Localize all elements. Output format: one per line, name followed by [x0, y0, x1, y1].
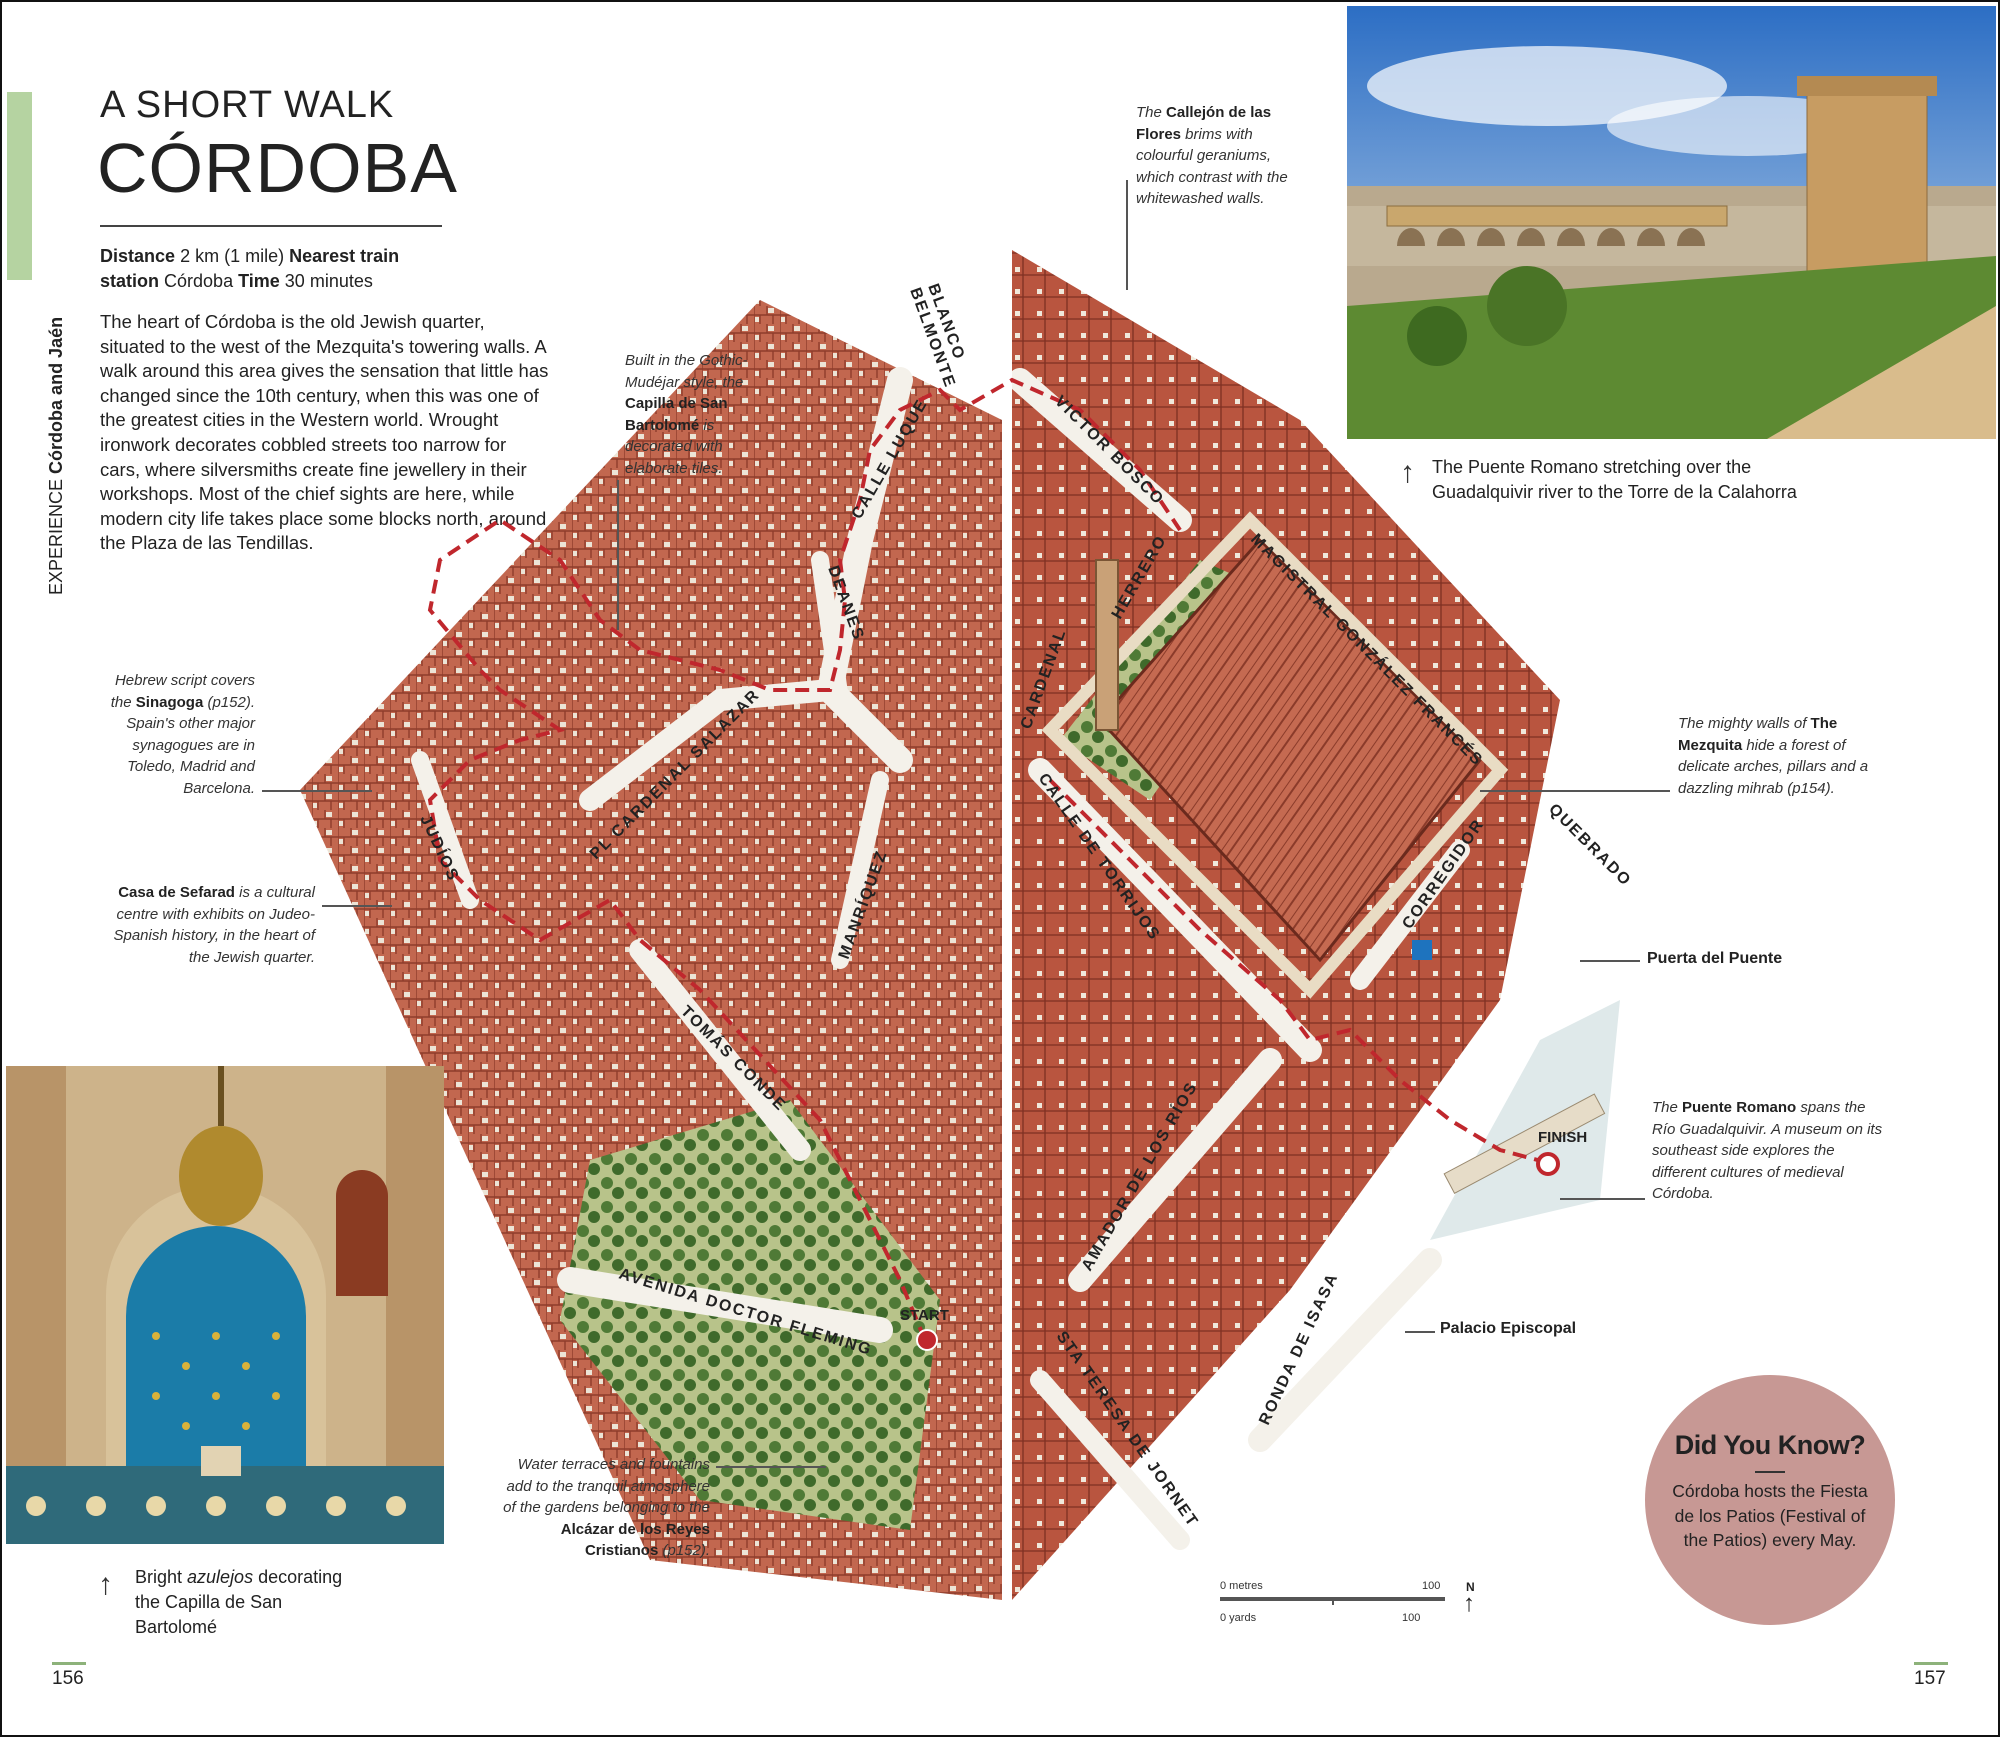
leader-mezquita	[1480, 790, 1670, 792]
scale-yards-value: 100	[1402, 1612, 1421, 1624]
caption-puente: The Puente Romano spans the Río Guadalqu…	[1652, 1099, 1883, 1202]
leader-alcazar	[716, 1466, 826, 1468]
start-marker	[916, 1329, 938, 1351]
train-value: Córdoba	[164, 271, 234, 291]
leader-sefarad	[322, 905, 392, 907]
scale-bar-mid	[1332, 1597, 1334, 1605]
time-value: 30 minutes	[284, 271, 373, 291]
page-rule-right	[1914, 1662, 1948, 1665]
walk-info: Distance 2 km (1 mile) Nearest train sta…	[100, 244, 460, 294]
distance-label: Distance	[100, 246, 176, 266]
street-avenida	[557, 1267, 893, 1343]
section-name: Córdoba and Jaén	[46, 316, 66, 474]
section-prefix: EXPERIENCE	[46, 478, 66, 595]
caption-mezquita: The mighty walls of The Mezquita hide a …	[1678, 715, 1869, 797]
street-judios	[411, 751, 479, 909]
photo-caption-azulejos: Bright azulejos decorating the Capilla d…	[135, 1565, 365, 1640]
distance-value: 2 km (1 mile)	[180, 246, 285, 266]
caption-post: decorating the Capilla de San Bartolomé	[135, 1567, 343, 1637]
photo-azulejos	[6, 1066, 444, 1544]
info-marker	[1412, 940, 1432, 960]
scale-metres-label: 0 metres	[1220, 1580, 1263, 1592]
label-palacio-episcopal: Palacio Episcopal	[1440, 1320, 1577, 1337]
arrow-up-icon: ↑	[98, 1568, 113, 1601]
train-label: Nearest train station	[100, 246, 400, 291]
bell-tower	[1095, 559, 1119, 731]
caption-italic: azulejos	[187, 1567, 254, 1587]
caption-pre: Bright	[135, 1567, 188, 1587]
street-sta-teresa	[1030, 1370, 1190, 1550]
intro-text: The heart of Córdoba is the old Jewish q…	[100, 311, 549, 554]
street-label-quebrado: QUEBRADO	[1545, 801, 1634, 890]
page-title: CÓRDOBA	[97, 129, 458, 207]
finish-marker	[1536, 1152, 1560, 1176]
finish-label: FINISH	[1538, 1129, 1587, 1146]
leader-puerta	[1580, 960, 1640, 962]
arrow-up-icon: ↑	[1400, 456, 1415, 489]
leader-puente	[1560, 1198, 1645, 1200]
caption-bartolome: Built in the Gothic-Mudéjar style, the C…	[625, 352, 748, 477]
page-number-right: 157	[1914, 1668, 1946, 1689]
caption-alcazar: Water terraces and fountains add to the …	[503, 1456, 710, 1559]
did-you-know-text: Córdoba hosts the Fiesta de los Patios (…	[1672, 1481, 1868, 1550]
page-gutter	[1002, 240, 1012, 1630]
leader-sinagoga	[262, 790, 372, 792]
caption-sinagoga: Hebrew script covers the Sinagoga (p152)…	[110, 672, 255, 797]
photo-caption-puente: The Puente Romano stretching over the Gu…	[1432, 457, 1797, 502]
photo-puente-romano	[1347, 6, 1996, 439]
did-you-know-bubble: Did You Know? Córdoba hosts the Fiesta d…	[1645, 1375, 1895, 1625]
did-you-know-title: Did You Know?	[1674, 1430, 1866, 1460]
north-label: N	[1466, 1580, 1475, 1594]
did-you-know-rule	[1755, 1471, 1785, 1473]
street-amador	[1068, 1048, 1282, 1292]
mezquita-building	[1097, 537, 1483, 963]
title-rule	[100, 225, 442, 227]
street-deanes	[811, 551, 849, 709]
label-puerta-del-puente: Puerta del Puente	[1647, 950, 1783, 967]
leader-flores	[1126, 180, 1128, 290]
scale-metres-value: 100	[1422, 1580, 1441, 1592]
page-number-left: 156	[52, 1668, 84, 1689]
street-ronda	[1248, 1248, 1442, 1452]
scale-yards-label: 0 yards	[1220, 1612, 1257, 1624]
time-label: Time	[238, 271, 280, 291]
map-scale: 0 metres 100 0 yards 100	[1220, 1580, 1460, 1640]
street-corregidor	[1350, 840, 1470, 990]
north-indicator: N ↑	[1462, 1580, 1482, 1630]
street-victor-bosco	[1008, 368, 1192, 532]
walking-route	[427, 377, 1546, 1341]
walk-map: BLANCO BELMONTE CALLE LUQUE DEANES VICTO…	[300, 240, 1635, 1630]
page-kicker: A SHORT WALK	[100, 84, 395, 126]
street-manriquez	[831, 771, 889, 969]
start-label: START	[900, 1307, 949, 1324]
mezquita-walls	[1041, 511, 1509, 999]
caption-flores: The Callejón de las Flores brims with co…	[1136, 104, 1288, 207]
leader-palacio	[1405, 1331, 1435, 1333]
puente-romano	[1443, 1093, 1606, 1194]
page-rule-left	[52, 1662, 86, 1665]
section-color-tab	[7, 92, 32, 280]
street-pl-cardenal	[579, 679, 841, 811]
caption-sefarad: Casa de Sefarad is a cultural centre wit…	[113, 884, 315, 966]
street-tomas-conde	[629, 939, 811, 1161]
north-arrow-icon: ↑	[1463, 1590, 1475, 1617]
section-label: EXPERIENCE Córdoba and Jaén	[46, 317, 67, 595]
leader-bartolome	[617, 480, 619, 630]
